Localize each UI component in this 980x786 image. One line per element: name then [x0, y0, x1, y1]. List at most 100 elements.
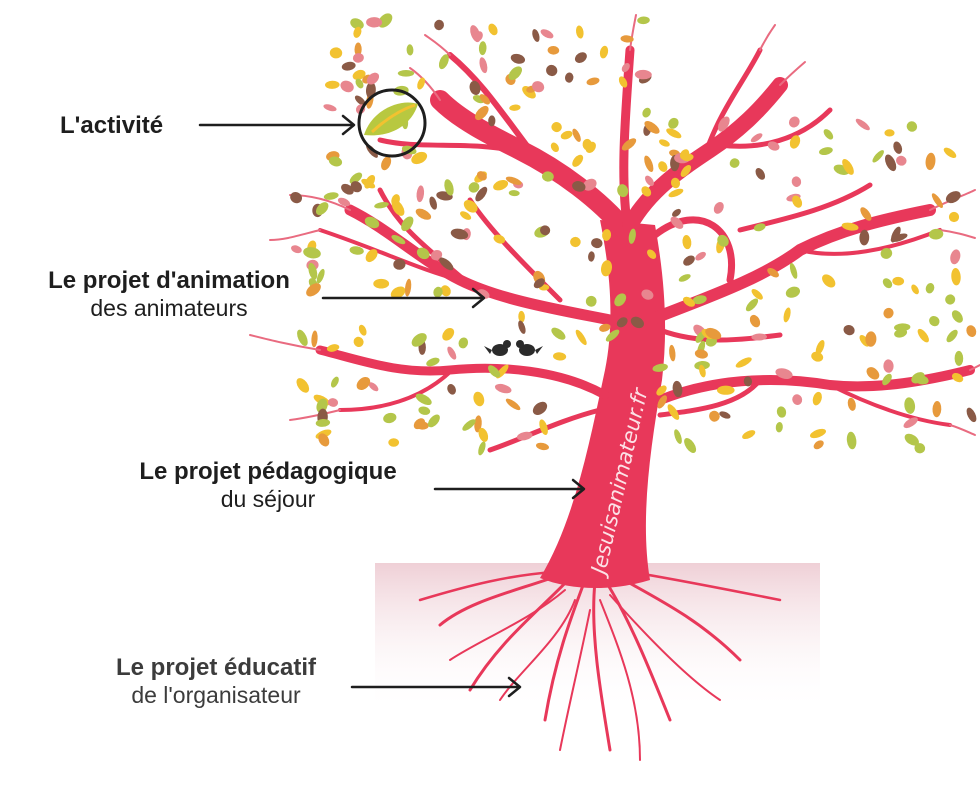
- leaf: [744, 297, 760, 314]
- leaf: [504, 397, 522, 412]
- leaf: [791, 393, 804, 407]
- leaf: [487, 22, 500, 37]
- leaf: [428, 196, 438, 211]
- leaf: [388, 438, 399, 447]
- leaf: [846, 431, 857, 450]
- leaf: [883, 153, 899, 173]
- leaf: [553, 352, 567, 361]
- arrow-activite: [200, 116, 354, 134]
- leaf: [788, 262, 799, 279]
- label-projet-pedagogique-title: Le projet pédagogique: [98, 458, 438, 486]
- leaf: [895, 154, 908, 167]
- leaf: [881, 276, 894, 290]
- leaf: [599, 45, 609, 59]
- leaf: [325, 80, 340, 89]
- leaf: [854, 117, 871, 132]
- leaf: [884, 129, 894, 136]
- label-projet-animation-title: Le projet d'animation: [10, 267, 328, 295]
- leaf: [910, 283, 921, 295]
- leaf: [949, 248, 962, 265]
- leaf: [539, 27, 555, 40]
- leaf: [574, 328, 589, 346]
- leaf: [290, 244, 303, 255]
- leaf: [681, 253, 696, 267]
- leaf: [642, 154, 655, 173]
- leaf: [446, 345, 459, 361]
- leaf: [682, 436, 699, 455]
- leaf: [932, 401, 942, 418]
- leaf: [809, 427, 827, 440]
- label-projet-pedagogique-subtitle: du séjour: [98, 486, 438, 512]
- leaf: [671, 207, 683, 218]
- leaf: [707, 409, 721, 423]
- leaf: [748, 313, 762, 329]
- leaf: [924, 282, 935, 295]
- label-projet-educatif-subtitle: de l'organisateur: [80, 682, 352, 708]
- leaf: [950, 308, 966, 325]
- leaf: [892, 140, 904, 155]
- leaf: [590, 237, 603, 249]
- leaf: [927, 314, 942, 328]
- leaf: [575, 25, 584, 39]
- leaf: [782, 307, 792, 323]
- leaf: [718, 410, 731, 420]
- leaf: [965, 406, 979, 423]
- leaf: [822, 127, 835, 141]
- leaf: [588, 251, 595, 262]
- leaf: [734, 355, 753, 369]
- leaf: [311, 330, 318, 347]
- leaf: [791, 176, 802, 188]
- leaf: [754, 166, 767, 181]
- leaf: [547, 46, 559, 55]
- leaf: [295, 328, 310, 348]
- leaf: [694, 348, 709, 359]
- leaf: [518, 311, 525, 323]
- leaf: [571, 127, 583, 143]
- leaf: [509, 190, 520, 197]
- arrow-projet-pedagogique: [435, 480, 584, 498]
- leaf: [712, 200, 726, 215]
- leaf: [943, 293, 957, 307]
- leaf: [637, 16, 650, 24]
- leaf: [882, 306, 895, 320]
- leaf: [357, 324, 368, 337]
- leaf: [951, 268, 962, 286]
- leaf: [903, 397, 916, 415]
- leaf: [883, 359, 894, 373]
- leaf: [641, 106, 653, 119]
- leaf: [550, 121, 563, 134]
- leaf: [416, 185, 425, 202]
- leaf: [658, 138, 671, 148]
- leaf: [812, 439, 825, 452]
- leaf: [573, 50, 589, 65]
- leaf: [741, 428, 757, 441]
- leaf: [457, 336, 469, 349]
- label-projet-pedagogique: Le projet pédagogique du séjour: [98, 458, 438, 512]
- leaf: [398, 70, 414, 77]
- leaf: [905, 119, 920, 134]
- leaf: [776, 405, 788, 418]
- leaf: [965, 324, 978, 339]
- leaf: [323, 103, 338, 113]
- leaf: [479, 41, 487, 55]
- leaf: [510, 52, 527, 65]
- leaf: [871, 148, 886, 164]
- leaf: [717, 386, 735, 395]
- leaf: [531, 28, 541, 43]
- leaf: [414, 206, 433, 222]
- leaf: [406, 44, 413, 56]
- leaf: [570, 153, 585, 169]
- leaf: [564, 72, 574, 83]
- leaf: [678, 272, 692, 283]
- leaf: [787, 114, 802, 129]
- leaf: [570, 237, 581, 248]
- leaf: [433, 19, 444, 31]
- leaf: [530, 399, 549, 418]
- leaf: [586, 76, 601, 86]
- leaf: [925, 152, 937, 170]
- leaf: [373, 279, 389, 289]
- leaf-icon: [364, 102, 418, 135]
- leaf: [288, 190, 304, 206]
- leaf: [842, 323, 856, 336]
